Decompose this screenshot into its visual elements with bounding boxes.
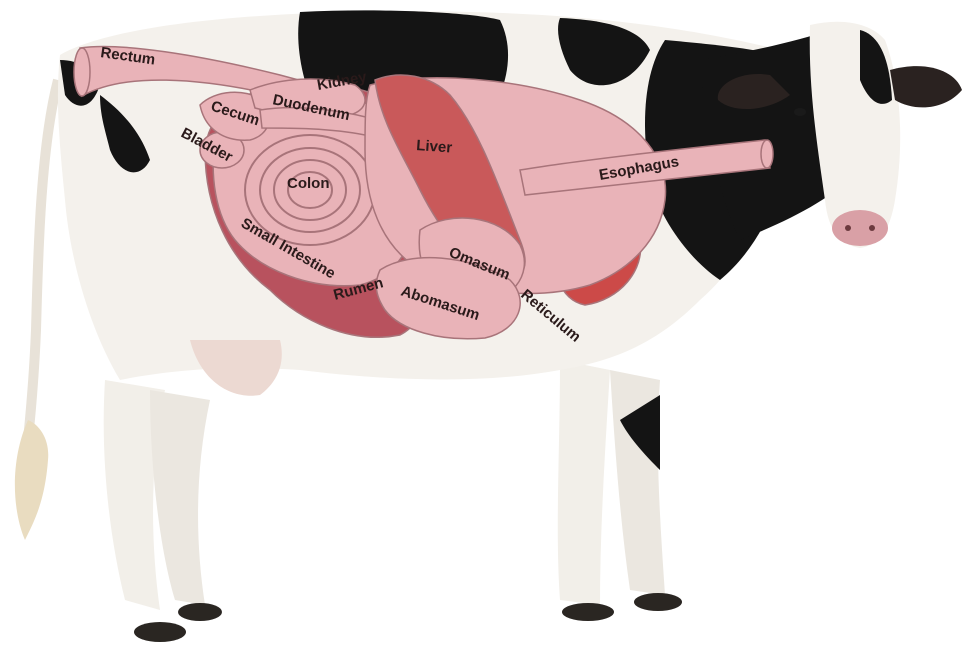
cow-eye <box>794 108 806 116</box>
cow-tail-switch <box>15 420 48 540</box>
organ-esophagus-end <box>761 140 773 168</box>
label-liver: Liver <box>416 137 453 156</box>
hoof <box>634 593 682 611</box>
cow-hind-leg-right <box>150 390 210 605</box>
cow-tail <box>28 80 58 440</box>
cow-nose <box>832 210 888 246</box>
hoof <box>562 603 614 621</box>
cow-nostril <box>845 225 851 231</box>
hoof <box>178 603 222 621</box>
hoof <box>134 622 186 642</box>
cow-nostril <box>869 225 875 231</box>
label-colon: Colon <box>287 175 330 192</box>
cow-udder <box>190 340 282 396</box>
organ-rectum-end <box>74 48 90 96</box>
cow-ear-right <box>890 66 962 107</box>
cow-front-leg-left <box>558 360 610 605</box>
